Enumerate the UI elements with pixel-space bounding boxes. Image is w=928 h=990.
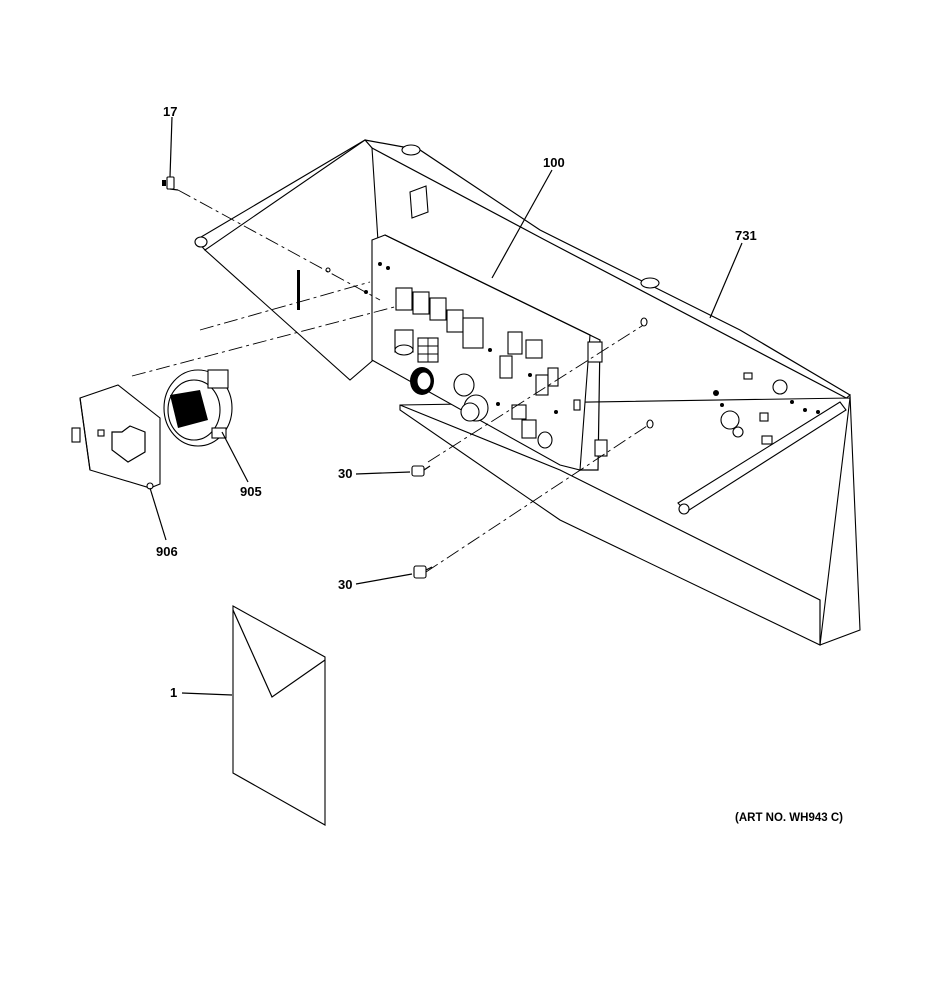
callout-30-lower: 30 <box>338 577 352 592</box>
knob-bracket-906 <box>71 384 161 490</box>
screw-30-upper-icon <box>411 465 431 477</box>
callout-100: 100 <box>543 155 565 170</box>
control-board <box>364 234 608 471</box>
callout-731: 731 <box>735 228 757 243</box>
callout-17: 17 <box>163 104 177 119</box>
bracket-screw-holes <box>640 317 654 429</box>
wiring-diagram-sheet-1 <box>232 605 326 826</box>
callout-1: 1 <box>170 685 177 700</box>
screw-17-icon <box>162 176 179 191</box>
callout-905: 905 <box>240 484 262 499</box>
callout-30-upper: 30 <box>338 466 352 481</box>
control-console-bracket <box>194 139 861 646</box>
screw-30-lower-icon <box>413 565 433 579</box>
callout-906: 906 <box>156 544 178 559</box>
art-number: (ART NO. WH943 C) <box>735 812 843 824</box>
rotary-encoder-905 <box>163 369 233 447</box>
assembly-centerlines <box>131 189 651 573</box>
